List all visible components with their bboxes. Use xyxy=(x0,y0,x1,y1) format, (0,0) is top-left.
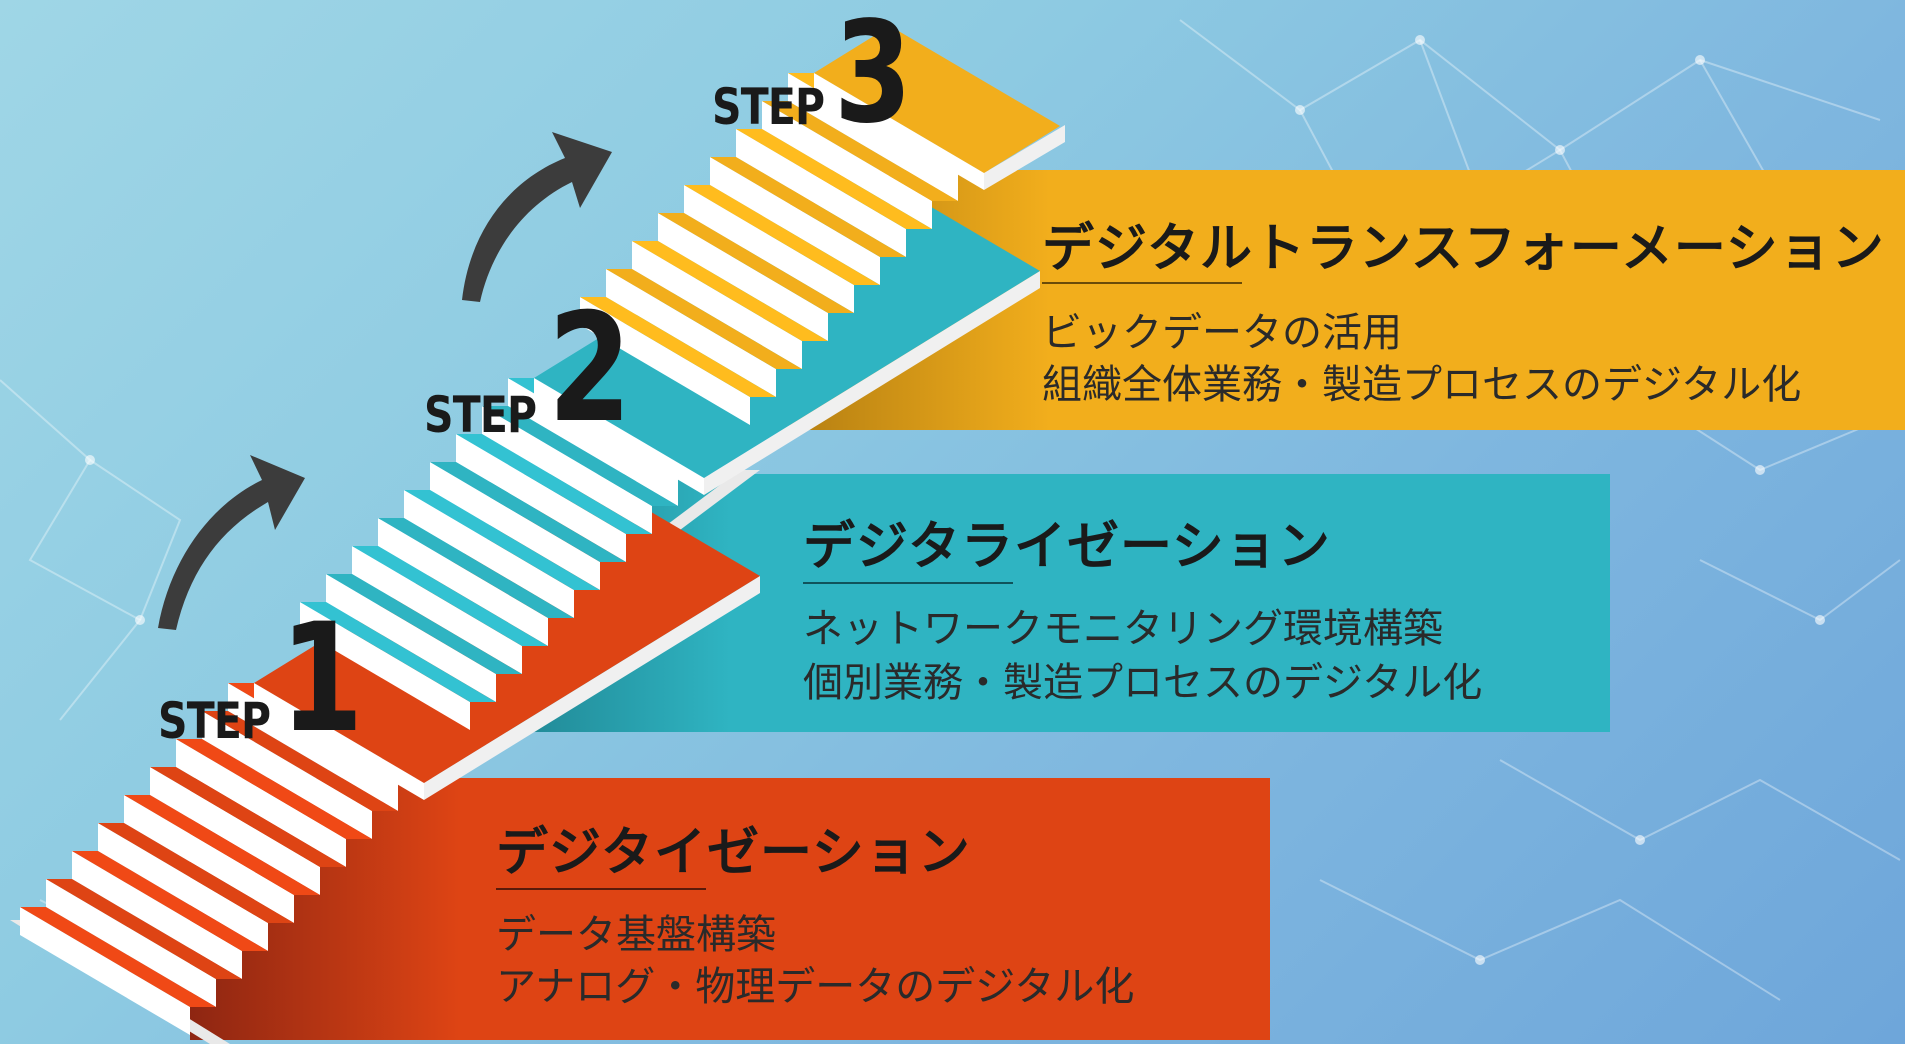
flight-1-tread xyxy=(150,767,346,867)
flight-2-tread xyxy=(482,406,678,506)
step-3-line-2: 組織全体業務・製造プロセスのデジタル化 xyxy=(1042,362,1802,408)
step-3-title: デジタルトランスフォーメーション xyxy=(1042,219,1885,279)
step-3-label: STEP xyxy=(712,78,825,136)
flight-2-riser xyxy=(404,490,574,618)
step-1-label: STEP xyxy=(158,692,271,750)
flight-1-riser xyxy=(20,907,190,1035)
flight-3-riser xyxy=(762,101,932,229)
flight-3-riser xyxy=(736,129,906,257)
step-1-title: デジタイゼーション xyxy=(496,823,971,883)
step-1-line-1: データ基盤構築 xyxy=(496,912,776,958)
step-1-divider xyxy=(496,888,706,890)
flight-2-riser xyxy=(300,602,470,730)
flight-1-riser xyxy=(176,739,346,867)
flight-3-tread xyxy=(684,185,880,285)
flight-2-tread xyxy=(300,602,496,702)
flight-2-riser xyxy=(378,518,548,646)
landing-2-edge xyxy=(534,378,704,495)
panel-step-1: デジタイゼーション データ基盤構築 アナログ・物理データのデジタル化 xyxy=(190,778,1270,1040)
flight-1-riser xyxy=(46,879,216,1007)
step-2-line-2: 個別業務・製造プロセスのデジタル化 xyxy=(803,660,1483,706)
flight-1-tread xyxy=(46,879,242,979)
up-curve-arrow-icon xyxy=(158,455,305,630)
flight-2-tread xyxy=(456,434,652,534)
flight-1-riser xyxy=(202,711,372,839)
flight-1-tread xyxy=(202,711,398,811)
flight-1-riser xyxy=(228,683,398,811)
step-1-line-2: アナログ・物理データのデジタル化 xyxy=(496,964,1135,1010)
panel-step-3: デジタルトランスフォーメーション ビックデータの活用 組織全体業務・製造プロセス… xyxy=(790,170,1905,430)
flight-2-tread xyxy=(326,574,522,674)
step-2-divider xyxy=(803,582,1013,584)
step-2-title: デジタライゼーション xyxy=(803,517,1331,577)
landing-3-edge xyxy=(814,73,984,190)
flight-2-riser xyxy=(456,434,626,562)
flight-2-tread xyxy=(352,546,548,646)
flight-3-tread xyxy=(580,297,776,397)
flight-3-riser xyxy=(788,73,958,201)
flight-3-riser xyxy=(658,213,828,341)
step-1-number: 1 xyxy=(280,592,364,766)
flight-1-riser xyxy=(98,823,268,951)
flight-3-tread xyxy=(658,213,854,313)
flight-1-tread xyxy=(124,795,320,895)
flight-1-tread xyxy=(176,739,372,839)
flight-2-tread xyxy=(430,462,626,562)
landing-1-front xyxy=(424,576,760,800)
flight-3-tread xyxy=(736,129,932,229)
landing-3 xyxy=(814,26,1060,173)
up-curve-arrow-icon xyxy=(462,132,612,302)
flight-1-tread xyxy=(98,823,294,923)
flight-3-tread xyxy=(710,157,906,257)
step-2-label: STEP xyxy=(424,386,537,444)
flight-3-riser xyxy=(632,241,802,369)
landing-2-front xyxy=(704,271,1040,495)
landing-1-edge xyxy=(254,683,424,800)
flight-3-tread xyxy=(632,241,828,341)
flight-2-riser xyxy=(326,574,496,702)
flight-3-tread xyxy=(606,269,802,369)
flight-2-riser xyxy=(508,378,678,506)
flight-3-riser xyxy=(710,157,880,285)
landing-3-front xyxy=(984,125,1065,190)
flight-1-riser xyxy=(150,767,320,895)
flight-3-riser xyxy=(684,185,854,313)
flight-3-tread xyxy=(762,101,958,201)
step-2-number: 2 xyxy=(548,282,632,456)
flight-2-tread xyxy=(378,518,574,618)
step-2-line-1: ネットワークモニタリング環境構築 xyxy=(803,606,1443,652)
flight-3-riser xyxy=(606,269,776,397)
flight-2-riser xyxy=(430,462,600,590)
flight-3-riser xyxy=(580,297,750,425)
flight-1-tread xyxy=(72,851,268,951)
flight-1-tread xyxy=(20,907,216,1007)
step-3-number: 3 xyxy=(834,0,912,155)
flight-1-riser xyxy=(72,851,242,979)
step-3-line-1: ビックデータの活用 xyxy=(1042,310,1402,356)
step-3-divider xyxy=(1042,282,1242,284)
flight-2-riser xyxy=(482,406,652,534)
flight-1-riser xyxy=(124,795,294,923)
flight-2-tread xyxy=(404,490,600,590)
flight-2-riser xyxy=(352,546,522,674)
